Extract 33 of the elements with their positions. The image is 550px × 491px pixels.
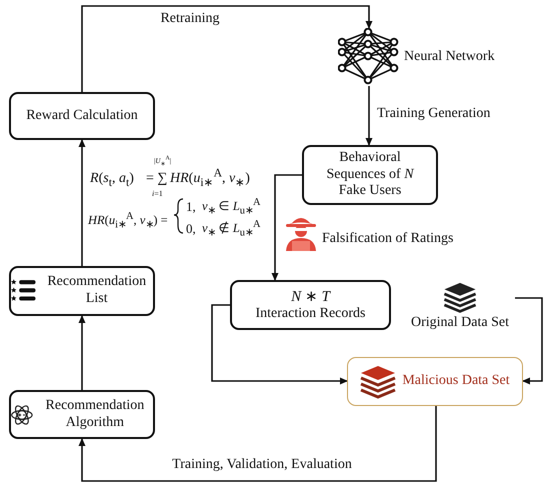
node-text: Interaction Records xyxy=(255,306,366,322)
arrow xyxy=(515,297,543,384)
formula-text: HR(u$_{i∗}$$^{A}$, v$_{∗}$) = xyxy=(88,214,168,226)
node-text: N ∗ T xyxy=(291,288,330,306)
arrow xyxy=(78,406,437,482)
process-box xyxy=(302,145,438,205)
data-set-box xyxy=(347,357,523,406)
arrow xyxy=(81,5,372,92)
formula-text: i=1 xyxy=(152,190,163,198)
arrow xyxy=(366,86,372,146)
arrow xyxy=(78,139,86,266)
edge-label: Training Generation xyxy=(375,106,492,122)
arrow xyxy=(211,304,348,384)
formula-text: = ∑ xyxy=(146,172,168,186)
arrow xyxy=(78,315,86,390)
node-text: Recommendation List xyxy=(46,274,148,308)
formula-text: 1, xyxy=(186,200,196,213)
edge-label: Retraining xyxy=(158,11,222,27)
node-text: Original Data Set xyxy=(411,315,509,332)
formula-text: 0, xyxy=(186,222,196,235)
node-text: Malicious Data Set xyxy=(402,373,510,390)
process-box xyxy=(9,266,155,316)
formula-text: R(s$_{t}$, a$_{t}$) xyxy=(90,172,134,186)
node-text: Behavioral Sequences of N Fake Users xyxy=(325,150,416,200)
node-text: Neural Network xyxy=(404,48,495,66)
node-text: Reward Calculation xyxy=(26,108,138,124)
edge-label: Falsification of Ratings xyxy=(320,231,456,247)
process-box xyxy=(9,92,155,140)
process-box xyxy=(230,280,391,330)
node-text: Recommendation Algorithm xyxy=(44,398,146,432)
edge-label: Training, Validation, Evaluation xyxy=(170,457,354,473)
process-box xyxy=(9,390,155,439)
arrow xyxy=(272,174,302,281)
